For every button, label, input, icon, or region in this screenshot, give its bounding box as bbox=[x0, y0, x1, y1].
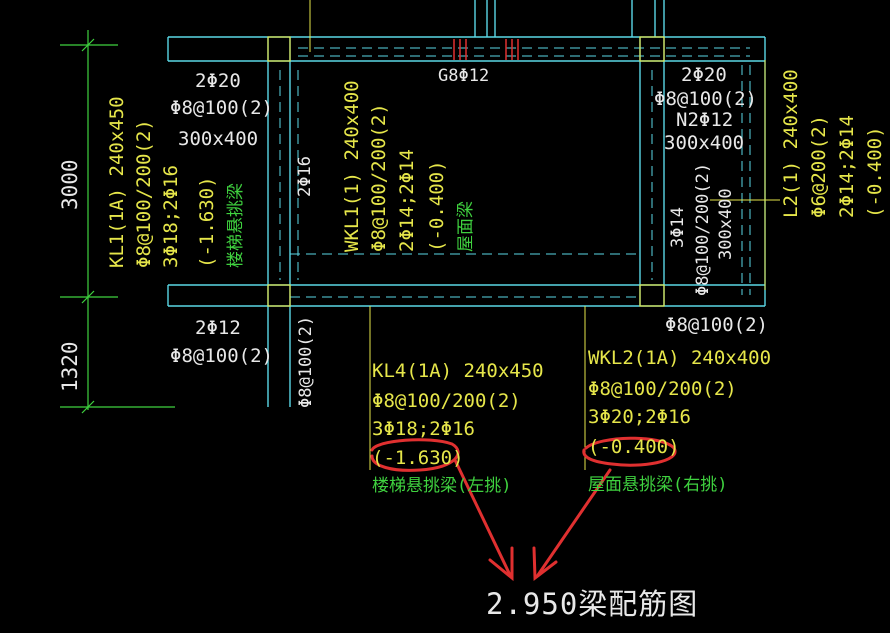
dimension-1320: 1320 bbox=[58, 341, 82, 392]
dimension-lines bbox=[60, 30, 175, 414]
arrow-right-head bbox=[532, 546, 558, 581]
label-right-in1: 3Φ14 bbox=[668, 207, 688, 248]
label-kl4-3: 3Φ18;2Φ16 bbox=[372, 418, 475, 440]
label-wkl2-4: (-0.400) bbox=[588, 436, 680, 458]
label-right-v1: L2(1) 240x400 bbox=[780, 69, 802, 218]
drawing-title: 2.950梁配筋图 bbox=[486, 587, 699, 621]
label-right-in2: Φ8@100/200(2) bbox=[693, 162, 713, 296]
dimension-3000: 3000 bbox=[58, 159, 82, 210]
label-top-right-n: N2Φ12 bbox=[676, 109, 734, 131]
label-wkl2-1: WKL2(1A) 240x400 bbox=[588, 347, 772, 369]
label-left-v3: 3Φ18;2Φ16 bbox=[160, 165, 182, 268]
label-left-v2: Φ8@100/200(2) bbox=[133, 119, 155, 268]
arrow-left-head bbox=[488, 546, 514, 582]
label-kl4-2: Φ8@100/200(2) bbox=[372, 390, 521, 412]
label-right-v2: Φ6@200(2) bbox=[808, 115, 830, 218]
label-wkl2-2: Φ8@100/200(2) bbox=[588, 378, 737, 400]
red-annotations bbox=[370, 436, 677, 582]
label-top-right-stirrup: Φ8@100(2) bbox=[654, 88, 757, 110]
columns bbox=[267, 36, 665, 307]
label-left-v5: 楼梯悬挑梁 bbox=[226, 183, 246, 268]
arrow-right-shaft bbox=[536, 468, 612, 577]
label-right-v4: (-0.400) bbox=[864, 126, 886, 218]
label-left-v1: KL1(1A) 240x450 bbox=[106, 96, 128, 268]
label-mid-v5: 屋面梁 bbox=[456, 201, 476, 252]
label-mid-v1: WKL1(1) 240x400 bbox=[341, 80, 363, 252]
label-mid-v4: (-0.400) bbox=[426, 160, 448, 252]
label-wkl2-3: 3Φ20;2Φ16 bbox=[588, 406, 691, 428]
label-left-col-bar: 2Φ16 bbox=[295, 156, 315, 197]
label-kl4-4: (-1.630) bbox=[372, 447, 464, 469]
label-bottom-left-bar: 2Φ12 bbox=[195, 317, 241, 339]
label-mid-v3: 2Φ14;2Φ14 bbox=[396, 149, 418, 252]
leader-lines bbox=[309, 0, 780, 470]
label-top-right-bar: 2Φ20 bbox=[681, 64, 727, 86]
label-top-left-section: 300x400 bbox=[178, 128, 259, 150]
label-top-left-stirrup: Φ8@100(2) bbox=[170, 97, 273, 119]
label-kl4-5: 楼梯悬挑梁(左挑) bbox=[372, 476, 512, 496]
arrow-left-shaft bbox=[453, 458, 512, 577]
label-right-in3: 300x400 bbox=[716, 188, 736, 260]
ellipse-left bbox=[370, 438, 460, 472]
label-kl4-1: KL4(1A) 240x450 bbox=[372, 360, 544, 382]
label-top-mid: G8Φ12 bbox=[438, 66, 490, 86]
ellipse-right bbox=[582, 436, 677, 467]
rebar-ticks bbox=[453, 39, 519, 60]
label-bottom-col-stirrup: Φ8@100(2) bbox=[296, 315, 316, 408]
label-left-v4: (-1.630) bbox=[196, 176, 218, 268]
label-top-left-bar: 2Φ20 bbox=[195, 70, 241, 92]
label-right-v3: 2Φ14;2Φ14 bbox=[836, 115, 858, 218]
dashed-beam-lines bbox=[279, 47, 751, 298]
label-bottom-left-stirrup: Φ8@100(2) bbox=[170, 345, 273, 367]
label-wkl2-5: 屋面悬挑梁(右挑) bbox=[588, 475, 728, 495]
label-mid-v2: Φ8@100/200(2) bbox=[368, 103, 390, 252]
label-bottom-right-stirrup: Φ8@100(2) bbox=[665, 314, 768, 336]
label-top-right-section: 300x400 bbox=[664, 132, 745, 154]
